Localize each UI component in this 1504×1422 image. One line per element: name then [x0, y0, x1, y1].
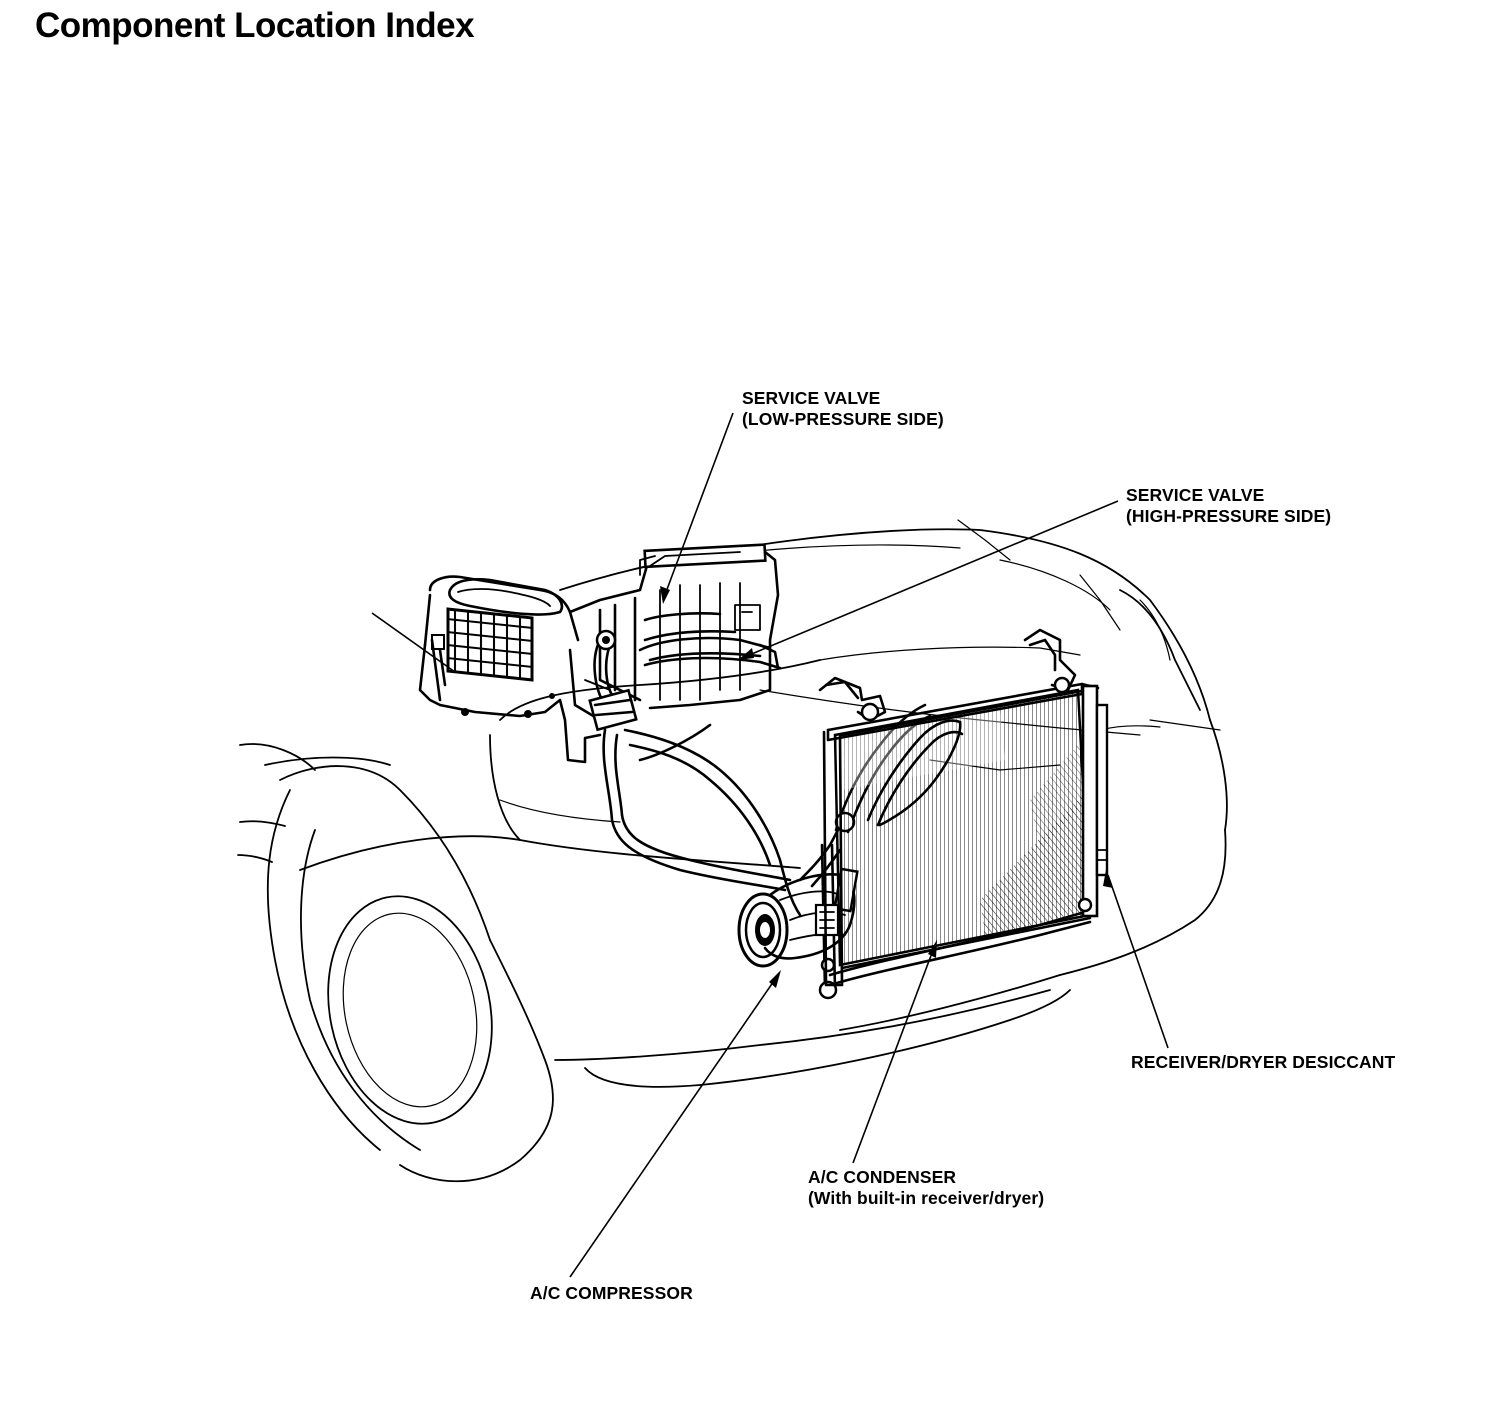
callout-compressor-line1: A/C COMPRESSOR	[530, 1283, 693, 1303]
vehicle-body	[237, 519, 1228, 1183]
callout-service-valve-low-line1: SERVICE VALVE	[742, 388, 881, 408]
callout-service-valve-high-line2: (HIGH-PRESSURE SIDE)	[1126, 506, 1332, 526]
callout-condenser: A/C CONDENSER (With built-in receiver/dr…	[808, 1167, 1044, 1209]
callout-compressor: A/C COMPRESSOR	[530, 1283, 693, 1304]
callout-service-valve-low-line2: (LOW-PRESSURE SIDE)	[742, 409, 944, 429]
callout-service-valve-high-line1: SERVICE VALVE	[1126, 485, 1265, 505]
hvac-unit	[418, 543, 782, 764]
page-title: Component Location Index	[35, 6, 475, 45]
callout-condenser-line1: A/C CONDENSER	[808, 1167, 957, 1187]
callout-receiver-dryer-line1: RECEIVER/DRYER DESICCANT	[1131, 1052, 1396, 1072]
callout-service-valve-high: SERVICE VALVE (HIGH-PRESSURE SIDE)	[1126, 485, 1331, 527]
callout-condenser-line2: (With built-in receiver/dryer)	[808, 1188, 1045, 1208]
leader-lines	[371, 412, 1169, 1278]
callout-service-valve-low: SERVICE VALVE (LOW-PRESSURE SIDE)	[742, 388, 944, 430]
ac-compressor	[737, 867, 859, 968]
ac-condenser	[818, 628, 1109, 987]
callout-receiver-dryer: RECEIVER/DRYER DESICCANT	[1131, 1052, 1395, 1073]
